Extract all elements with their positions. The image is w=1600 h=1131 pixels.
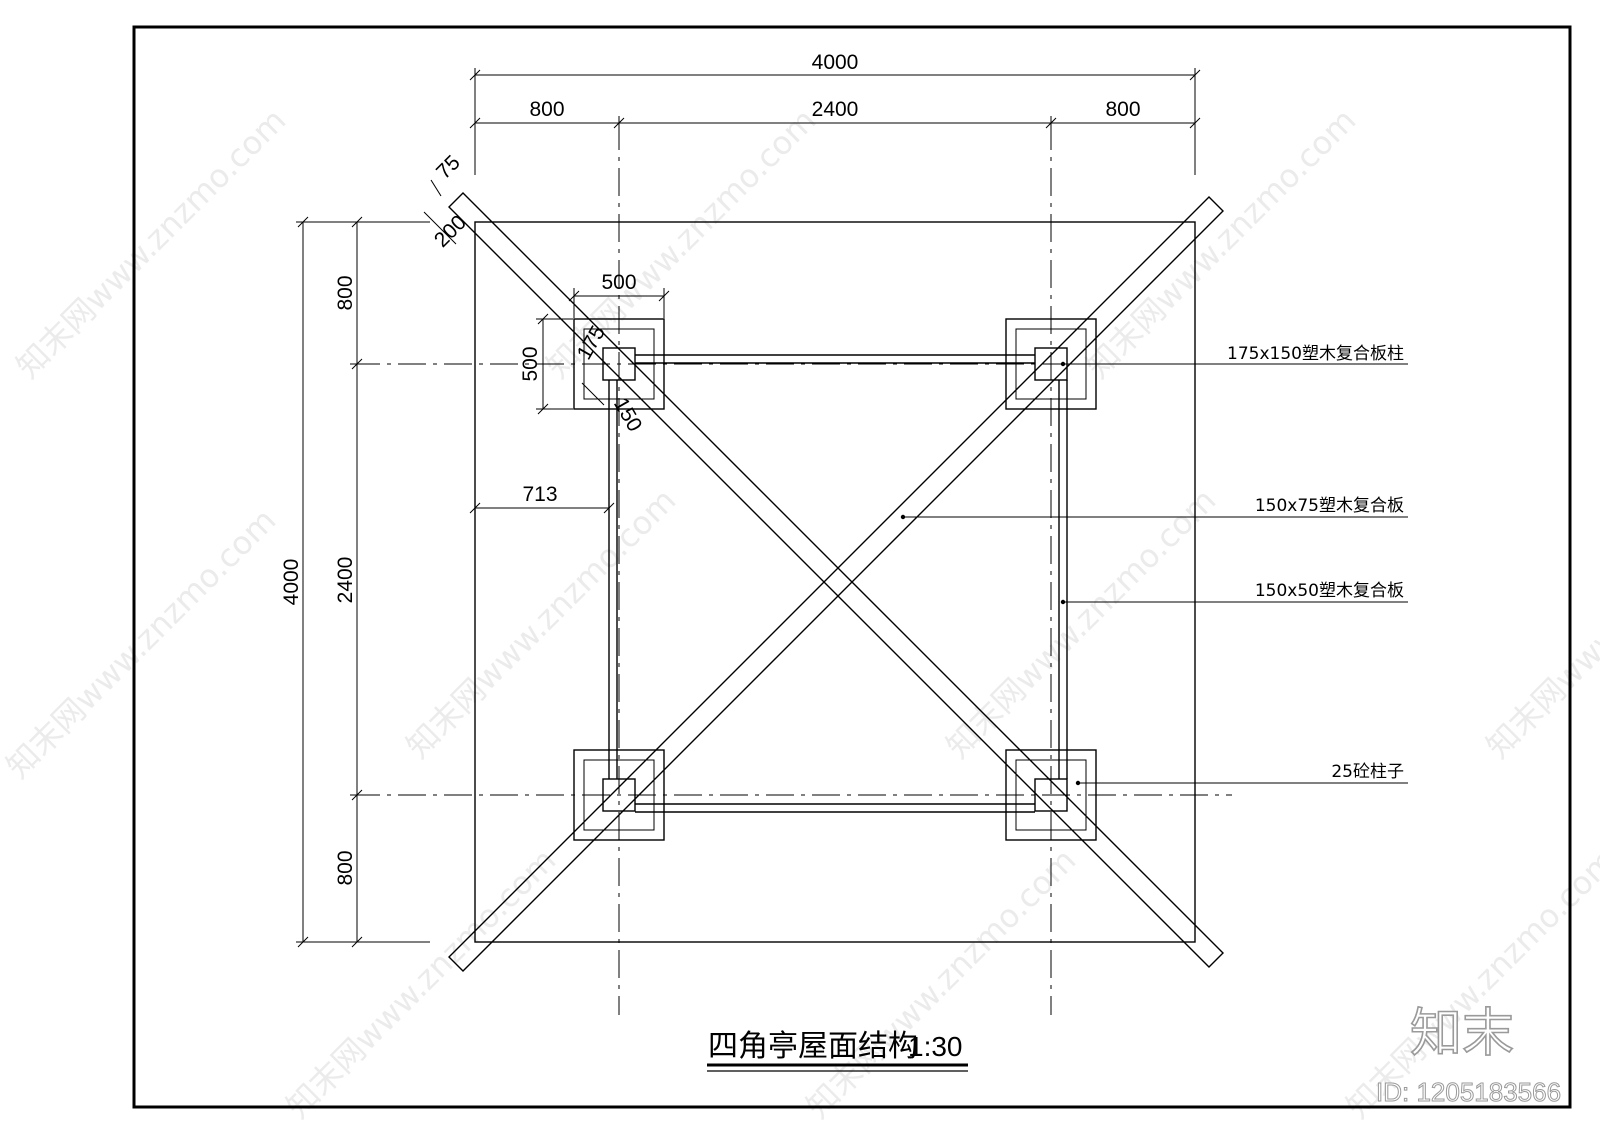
column-base	[573, 318, 665, 410]
column-base	[573, 749, 665, 841]
dim-left-top: 800	[334, 275, 357, 310]
dimension-top: 4000 800 2400 800	[469, 51, 1201, 175]
dimension-details: 500 500 75 200 175 150 713	[423, 151, 670, 514]
watermark-text: 知末网www.znzmo.com	[939, 481, 1223, 766]
dim-base-width: 500	[601, 271, 636, 294]
watermark-pattern: 知末网www.znzmo.com 知末网www.znzmo.com 知末网www…	[0, 101, 1600, 1126]
dim-left-bottom: 800	[334, 850, 357, 885]
dim-top-left: 800	[529, 98, 564, 121]
callout-diagonal-label: 150x75塑木复合板	[1255, 496, 1404, 516]
callout-column-label: 25砼柱子	[1331, 762, 1404, 782]
callout-concrete-column: 25砼柱子	[1075, 762, 1408, 786]
dim-member-75: 75	[432, 151, 465, 184]
drawing-title: 四角亭屋面结构 1:30	[707, 1029, 968, 1072]
callout-perimeter-label: 150x50塑木复合板	[1255, 581, 1404, 601]
watermark-text: 知末网www.znzmo.com	[279, 841, 564, 1126]
watermark-logo-text: 知末	[1410, 1004, 1514, 1064]
watermark-id: ID: 1205183566	[1376, 1077, 1561, 1107]
dim-top-overall: 4000	[812, 51, 859, 74]
drawing-frame	[132, 25, 1572, 1109]
callout-perimeter-board: 150x50塑木复合板	[1060, 581, 1408, 605]
callout-diagonal-board: 150x75塑木复合板	[900, 496, 1408, 520]
watermark-text: 知末网www.znzmo.com	[1079, 101, 1364, 386]
watermark-text: 知末网www.znzmo.com	[1479, 481, 1600, 766]
diagonal-board-cross	[448, 196, 1224, 972]
drawing-scale: 1:30	[908, 1031, 963, 1062]
callout-post-label: 175x150塑木复合板柱	[1227, 344, 1404, 364]
perimeter-boards	[608, 354, 1068, 813]
watermark-text: 知末网www.znzmo.com	[799, 841, 1083, 1126]
watermark-text: 知末网www.znzmo.com	[399, 481, 684, 766]
dim-left-overall: 4000	[280, 559, 303, 606]
diagonal-boards	[448, 192, 1224, 972]
dim-top-middle: 2400	[812, 98, 859, 121]
dim-top-right: 800	[1105, 98, 1140, 121]
diagonal-board-main	[448, 192, 1224, 968]
dim-post-150: 150	[609, 394, 646, 436]
watermark-text: 知末网www.znzmo.com	[0, 501, 283, 786]
roof-outline	[474, 221, 1196, 943]
dim-offset-713: 713	[522, 483, 557, 506]
watermark-text: 知末网www.znzmo.com	[9, 101, 294, 386]
callouts: 175x150塑木复合板柱 150x75塑木复合板 150x50塑木复合板 25…	[900, 344, 1408, 786]
callout-post: 175x150塑木复合板柱	[1060, 344, 1408, 367]
column-base	[1005, 749, 1097, 841]
dimension-left: 4000 800 2400 800	[280, 216, 430, 948]
drawing-title-text: 四角亭屋面结构	[708, 1029, 918, 1064]
dim-base-height: 500	[519, 346, 542, 381]
axis-lines	[352, 122, 1232, 1015]
dim-left-middle: 2400	[334, 557, 357, 604]
dim-member-200: 200	[430, 211, 471, 252]
column-bases	[573, 318, 1097, 841]
watermark-logo: 知末 ID: 1205183566	[1376, 1003, 1562, 1107]
